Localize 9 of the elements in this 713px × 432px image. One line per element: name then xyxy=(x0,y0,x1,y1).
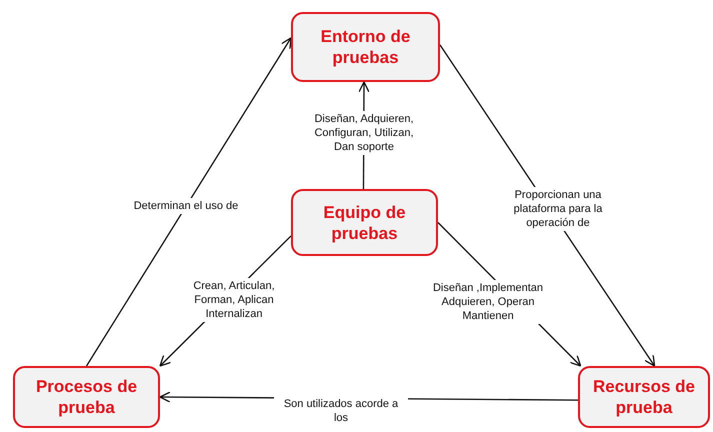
box-label: Recursos de prueba xyxy=(592,376,696,418)
process-box xyxy=(13,366,160,428)
box-label: Equipo de pruebas xyxy=(322,202,407,244)
process-box xyxy=(291,189,438,256)
process-box xyxy=(578,366,710,428)
box-label: Entorno de pruebas xyxy=(320,26,412,68)
process-box xyxy=(291,12,440,82)
box-label: Procesos de prueba xyxy=(34,376,138,418)
arrow xyxy=(86,37,292,366)
